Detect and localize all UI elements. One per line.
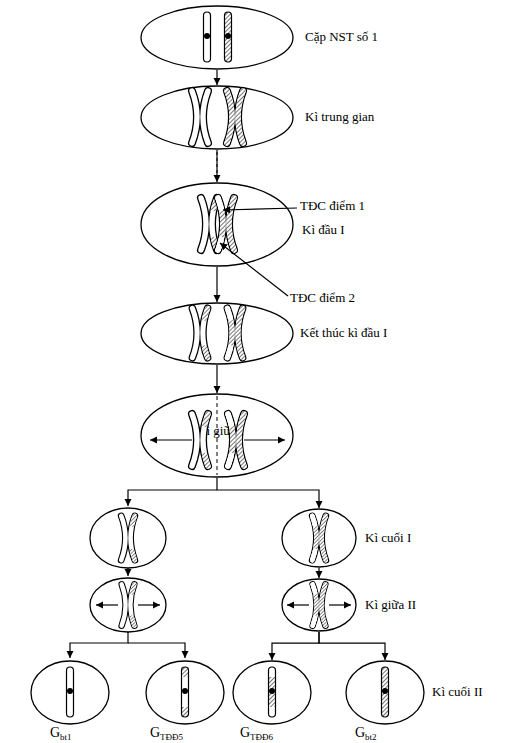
spindle-arrow bbox=[138, 604, 160, 605]
chromosome-white bbox=[192, 91, 208, 143]
subscript-label: TĐĐ6 bbox=[250, 733, 273, 742]
cell-ellipse-outline bbox=[146, 661, 224, 724]
cell-ellipse-outline bbox=[141, 303, 293, 364]
chromosome-white bbox=[192, 308, 207, 357]
flow-arrow bbox=[127, 568, 128, 576]
callout-label: TĐC điểm 1 bbox=[300, 199, 365, 212]
cell-ellipse bbox=[90, 578, 166, 632]
stage-label: Kì trung gian bbox=[305, 110, 374, 123]
cell-ellipse-outline bbox=[233, 661, 311, 724]
cell-ellipse: Kết thúc kì đầu I bbox=[140, 302, 294, 365]
flow-arrow bbox=[318, 568, 319, 578]
stage-label: Kì giữa II bbox=[365, 598, 416, 611]
spindle-arrow bbox=[244, 439, 285, 440]
subscript-label: TĐĐ5 bbox=[160, 733, 183, 742]
chromosome-hatched bbox=[218, 198, 234, 250]
flow-arrow bbox=[216, 150, 217, 182]
split-arrow bbox=[70, 632, 128, 658]
leader-line bbox=[220, 243, 288, 296]
leader-line bbox=[223, 208, 297, 210]
cell-outline bbox=[140, 85, 294, 150]
flow-arrow bbox=[216, 70, 217, 85]
stage-label: G bbox=[240, 726, 250, 740]
cell-outline bbox=[140, 302, 294, 365]
cell-ellipse-outline bbox=[282, 579, 356, 631]
subscript-label: bt2 bbox=[365, 733, 377, 742]
cell-outline bbox=[140, 5, 294, 70]
chromosome-hatched bbox=[227, 308, 242, 357]
cell-ellipse: Cặp NST số 1 bbox=[140, 5, 294, 70]
flow-arrow bbox=[272, 632, 319, 660]
cell-ellipse-outline bbox=[31, 661, 109, 724]
flow-arrow bbox=[217, 478, 319, 508]
cell-ellipse-outline bbox=[141, 6, 293, 69]
chromosome-white bbox=[121, 516, 135, 560]
chromosome-white bbox=[204, 12, 211, 62]
chromosome-white bbox=[192, 414, 208, 466]
callout-label: TĐC điểm 2 bbox=[290, 291, 355, 304]
stage-label: Kì cuối I bbox=[365, 531, 411, 544]
cell-ellipse-outline bbox=[141, 394, 293, 477]
cell-ellipse-outline bbox=[282, 509, 356, 567]
cell-ellipse: Kì trung gian bbox=[140, 85, 294, 150]
stage-label: G bbox=[50, 726, 60, 740]
chromosome-hatched bbox=[312, 516, 326, 560]
subscript-label: bt1 bbox=[60, 733, 72, 742]
stage-label: Kì cuối II bbox=[432, 685, 483, 698]
chromosome-hatched bbox=[382, 667, 389, 717]
cell-ellipse bbox=[90, 508, 166, 568]
split-arrow bbox=[128, 490, 217, 506]
stage-label: Kết thúc kì đầu I bbox=[300, 326, 387, 339]
flow-arrow bbox=[319, 632, 385, 660]
cell-ellipse-outline bbox=[346, 661, 424, 724]
spindle-arrow bbox=[150, 439, 192, 440]
split-arrow bbox=[128, 643, 185, 658]
chromosome-white bbox=[122, 584, 135, 626]
stage-label: Kì đầu I bbox=[302, 223, 345, 236]
chromosome-recombinant bbox=[182, 667, 189, 717]
spindle-arrow bbox=[96, 604, 118, 605]
chromosome-hatched bbox=[228, 414, 244, 466]
chromosome-white bbox=[201, 198, 217, 250]
chromosome-recombinant bbox=[269, 667, 276, 717]
spindle-arrow bbox=[329, 604, 351, 605]
flow-arrow bbox=[216, 365, 217, 393]
chromosome-hatched bbox=[313, 584, 326, 626]
flow-arrow bbox=[216, 267, 217, 302]
chromosome-white bbox=[67, 667, 74, 717]
cell-ellipse-outline bbox=[141, 86, 293, 149]
spindle-arrow bbox=[287, 604, 309, 605]
metaphase-plate bbox=[217, 396, 218, 475]
stage-label: G bbox=[355, 726, 365, 740]
stage-label: Cặp NST số 1 bbox=[305, 30, 378, 43]
chromosome-hatched bbox=[225, 12, 232, 62]
chromosome-hatched bbox=[227, 91, 243, 143]
cell-ellipse-outline bbox=[141, 183, 293, 266]
stage-label: G bbox=[150, 726, 160, 740]
